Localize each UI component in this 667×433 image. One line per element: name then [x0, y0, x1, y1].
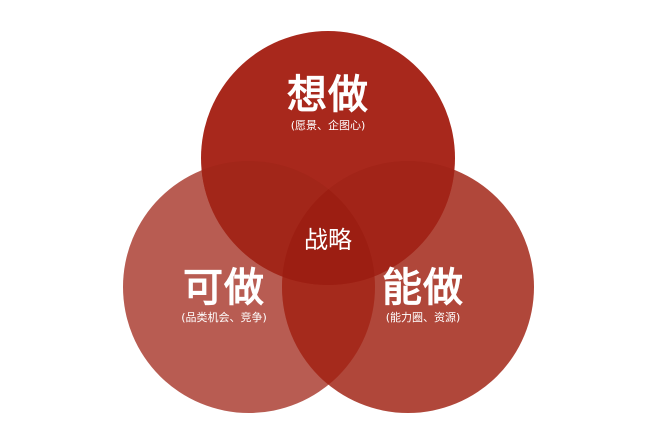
left-title: 可做 — [183, 264, 265, 311]
top-subtitle: (愿景、企图心) — [290, 119, 366, 132]
left-subtitle: (品类机会、竞争) — [181, 311, 267, 324]
overlap-center — [282, 161, 375, 285]
intersection-label: 战略 — [304, 226, 352, 254]
right-title: 能做 — [382, 264, 464, 311]
right-subtitle: (能力圈、资源) — [385, 311, 461, 324]
top-title: 想做 — [287, 71, 369, 118]
